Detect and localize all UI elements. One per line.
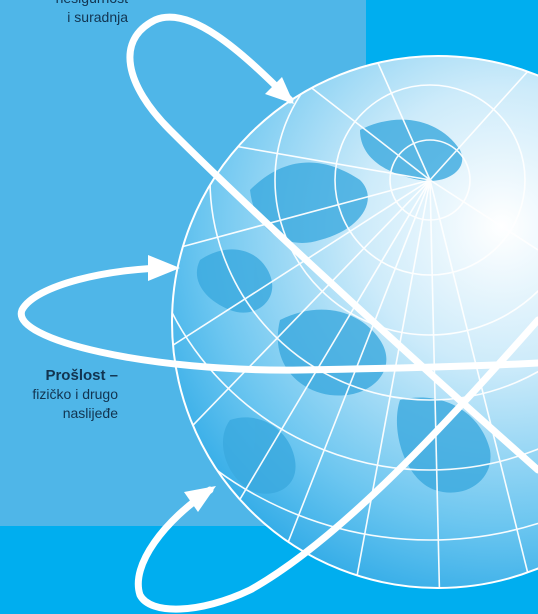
arrow-head-icon	[184, 486, 216, 512]
orbit-bottom	[134, 316, 538, 613]
caption-top: nesigurnost i suradnja	[0, 0, 128, 27]
caption-past-line2: naslijeđe	[62, 405, 118, 421]
orbit-top	[126, 13, 538, 474]
caption-past: Prošlost – fizičko i drugo naslijeđe	[0, 366, 118, 423]
arrow-head-icon	[265, 77, 294, 104]
arrow-head-icon	[148, 255, 180, 281]
orbit-middle	[17, 264, 538, 374]
globe-icon	[171, 55, 538, 589]
caption-past-line1: fizičko i drugo	[32, 386, 118, 402]
caption-past-heading: Prošlost –	[45, 367, 118, 384]
caption-top-line2: i suradnja	[67, 9, 128, 25]
caption-top-line1: nesigurnost	[0, 0, 128, 8]
